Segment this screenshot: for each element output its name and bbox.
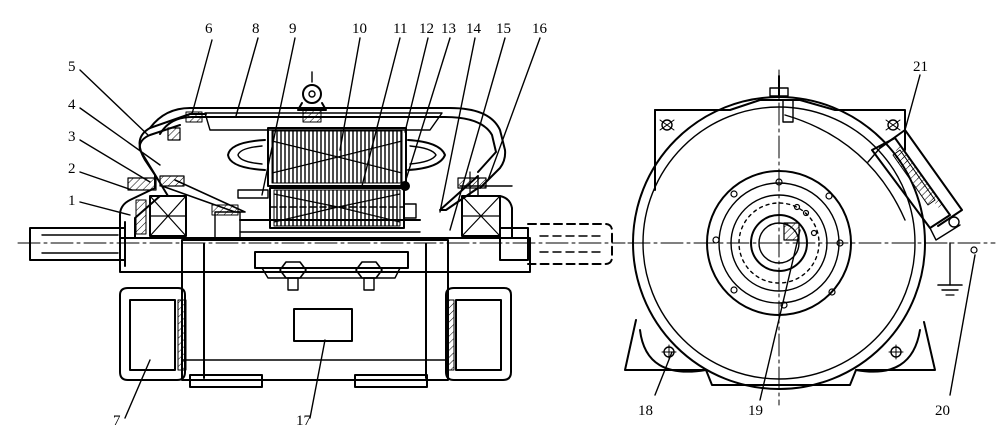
end-cover-left <box>119 113 246 239</box>
bearing-bolt-holes <box>712 178 844 309</box>
label-9: 9 <box>289 21 297 37</box>
bottom-bolts <box>254 251 409 291</box>
stator-windings <box>227 139 446 171</box>
bearing-cap-ring-4 <box>738 202 820 284</box>
label-6: 6 <box>205 21 213 37</box>
top-cover <box>149 107 507 189</box>
bearing-cap-outer <box>706 170 852 316</box>
nameplate <box>293 308 353 342</box>
side-leader-lines <box>79 37 541 419</box>
rotor-shaft-section <box>214 211 421 241</box>
shaft-end-outer <box>750 214 808 272</box>
shaft-key <box>783 222 800 241</box>
mounting-foot-left <box>119 287 187 381</box>
label-10: 10 <box>352 21 367 37</box>
label-19: 19 <box>748 403 763 419</box>
label-8: 8 <box>252 21 260 37</box>
label-11: 11 <box>393 21 408 37</box>
label-21: 21 <box>913 59 928 75</box>
mounting-foot-right <box>445 287 512 381</box>
bearing-cap-ring-3 <box>730 194 828 292</box>
end-shield-fan-arc <box>784 114 906 221</box>
bearing-cap-ring-2 <box>718 182 840 304</box>
label-14: 14 <box>466 21 481 37</box>
end-leader-lines <box>654 74 976 401</box>
label-18: 18 <box>638 403 653 419</box>
label-2: 2 <box>68 161 76 177</box>
stator-core <box>267 127 407 187</box>
end-feet <box>624 319 936 386</box>
label-15: 15 <box>496 21 511 37</box>
terminal-box <box>867 129 963 241</box>
end-view <box>624 69 996 406</box>
label-5: 5 <box>68 59 76 75</box>
label-17: 17 <box>296 413 311 429</box>
shaft-left <box>29 221 126 267</box>
rotor-core <box>237 181 417 229</box>
label-7: 7 <box>113 413 121 429</box>
label-1: 1 <box>68 193 76 209</box>
ground-symbol <box>937 242 978 296</box>
label-13: 13 <box>441 21 456 37</box>
shaft-right <box>499 223 613 265</box>
label-20: 20 <box>935 403 950 419</box>
flange-plate <box>654 99 906 191</box>
lifting-eye <box>297 71 327 123</box>
end-shield-rim <box>642 106 916 380</box>
label-12: 12 <box>419 21 434 37</box>
label-16: 16 <box>532 21 547 37</box>
end-cover-right <box>439 171 513 239</box>
label-4: 4 <box>68 97 76 113</box>
shaft-end-inner <box>758 222 800 264</box>
side-view <box>17 37 626 419</box>
label-3: 3 <box>68 129 76 145</box>
top-lifting-bolt <box>769 75 794 123</box>
